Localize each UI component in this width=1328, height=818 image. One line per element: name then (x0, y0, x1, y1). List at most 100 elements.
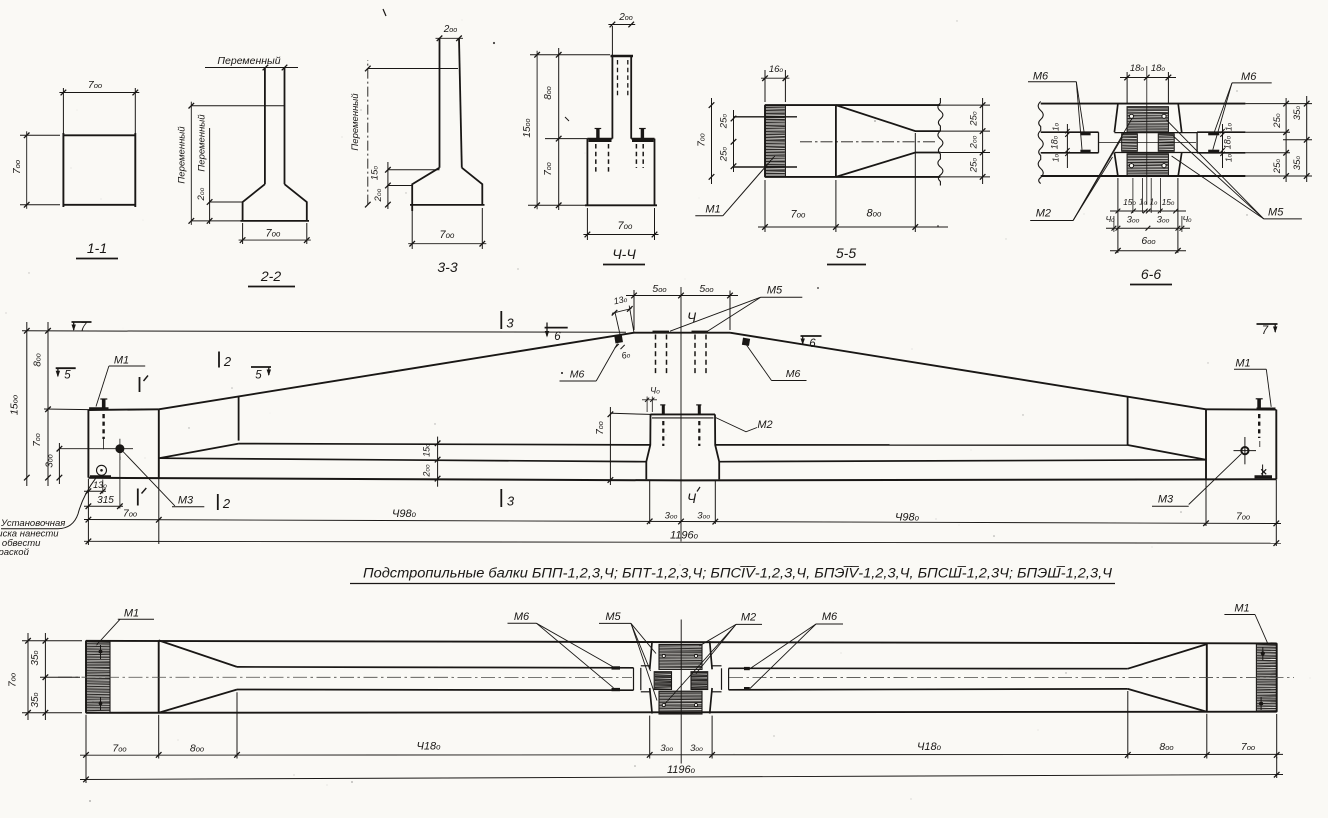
svg-text:Ч98o: Ч98o (895, 512, 920, 524)
svg-text:13o: 13o (613, 294, 629, 307)
svg-text:7oo: 7oo (440, 229, 456, 241)
svg-text:7oo: 7oo (595, 421, 606, 435)
svg-text:М2: М2 (1036, 208, 1051, 220)
svg-text:1o: 1o (1051, 122, 1061, 131)
svg-text:7oo: 7oo (618, 220, 634, 232)
svg-text:М1: М1 (114, 355, 129, 367)
svg-text:1o: 1o (1150, 198, 1158, 207)
svg-text:7oo: 7oo (88, 79, 102, 91)
svg-text:5-5: 5-5 (836, 245, 856, 261)
svg-text:М1: М1 (124, 608, 139, 620)
svg-text:15oo: 15oo (9, 395, 21, 415)
svg-text:3-3: 3-3 (437, 259, 457, 275)
svg-text:6: 6 (809, 338, 816, 350)
svg-text:Ч: Ч (687, 491, 697, 506)
svg-text:3oo: 3oo (690, 743, 703, 754)
svg-text:7oo: 7oo (123, 508, 137, 520)
svg-text:25o: 25o (969, 158, 980, 174)
svg-text:М5: М5 (767, 285, 783, 297)
svg-text:Переменный: Переменный (197, 114, 208, 172)
svg-text:Ч-Ч: Ч-Ч (612, 246, 636, 262)
svg-text:1-1: 1-1 (87, 240, 107, 256)
svg-text:М6: М6 (1033, 71, 1049, 83)
svg-text:7oo: 7oo (7, 673, 19, 687)
svg-text:М1: М1 (1235, 358, 1250, 370)
svg-text:6-6: 6-6 (1141, 266, 1161, 282)
svg-text:8oo: 8oo (33, 353, 44, 367)
svg-text:2oo: 2oo (969, 135, 980, 149)
svg-text:5: 5 (255, 370, 262, 382)
svg-text:М6: М6 (822, 611, 838, 623)
svg-text:1o: 1o (1139, 198, 1147, 207)
svg-text:18o: 18o (1151, 63, 1166, 74)
svg-text:3oo: 3oo (1127, 215, 1140, 226)
svg-text:35o: 35o (30, 692, 41, 707)
svg-text:16o: 16o (769, 64, 784, 75)
svg-text:18o: 18o (1130, 63, 1145, 74)
svg-text:М2: М2 (757, 419, 772, 431)
svg-text:3oo: 3oo (665, 511, 678, 522)
svg-text:2-2: 2-2 (260, 268, 281, 284)
svg-text:2: 2 (223, 354, 232, 369)
svg-text:8oo: 8oo (543, 86, 554, 100)
svg-text:риска нанести: риска нанести (0, 529, 59, 540)
svg-text:15o: 15o (422, 443, 432, 457)
svg-text:1o: 1o (1224, 122, 1234, 131)
svg-text:2oo: 2oo (373, 188, 384, 202)
svg-text:3oo: 3oo (1157, 215, 1170, 226)
svg-text:2: 2 (222, 496, 231, 511)
svg-text:2oo: 2oo (443, 24, 458, 35)
svg-text:35o: 35o (30, 650, 41, 665)
svg-text:15oo: 15oo (522, 118, 533, 137)
svg-text:35o: 35o (1292, 156, 1303, 171)
svg-text:25o: 25o (969, 111, 980, 127)
svg-text:15o: 15o (370, 166, 381, 181)
svg-text:7oo: 7oo (543, 162, 554, 176)
svg-text:Чo: Чo (1105, 214, 1115, 224)
svg-text:15o: 15o (1162, 197, 1175, 207)
svg-text:6o: 6o (621, 349, 632, 361)
svg-text:7oo: 7oo (112, 743, 126, 755)
svg-text:М6: М6 (514, 611, 530, 623)
svg-text:М3: М3 (178, 495, 194, 507)
svg-text:315: 315 (97, 495, 114, 506)
svg-text:Ч18o: Ч18o (416, 741, 441, 753)
svg-text:7oo: 7oo (697, 133, 708, 147)
svg-text:Переменный: Переменный (350, 93, 361, 151)
svg-text:8oo: 8oo (1159, 741, 1173, 753)
svg-text:Ч98o: Ч98o (392, 508, 417, 520)
svg-text:7: 7 (1262, 325, 1269, 337)
svg-text:и обвести: и обвести (0, 538, 41, 549)
svg-text:Установочная: Установочная (0, 518, 65, 529)
svg-text:Чo: Чo (650, 386, 660, 396)
svg-text:1196o: 1196o (667, 764, 696, 776)
svg-text:М5: М5 (1268, 207, 1284, 219)
svg-text:М6: М6 (1241, 71, 1257, 83)
svg-text:1196o: 1196o (670, 530, 699, 542)
svg-text:М1: М1 (705, 204, 720, 216)
svg-text:Чo: Чo (1182, 214, 1192, 224)
svg-text:35o: 35o (1292, 106, 1303, 121)
svg-text:7oo: 7oo (791, 209, 807, 221)
svg-text:5oo: 5oo (699, 283, 713, 295)
svg-text:6oo: 6oo (1141, 235, 1155, 247)
svg-text:3oo: 3oo (697, 511, 710, 522)
svg-text:7oo: 7oo (1236, 511, 1250, 523)
svg-text:7oo: 7oo (32, 433, 43, 447)
svg-text:2oo: 2oo (618, 12, 633, 23)
svg-text:3: 3 (507, 494, 515, 509)
svg-text:1o: 1o (1051, 153, 1061, 162)
svg-text:Подстропильные балки БПП-1,2: Подстропильные балки БПП-1,2,3,Ч; БПТ-1,… (363, 566, 1112, 582)
svg-text:1o: 1o (1224, 153, 1234, 162)
svg-text:13o: 13o (93, 480, 107, 490)
svg-text:Переменный: Переменный (217, 55, 280, 67)
svg-text:15o: 15o (1123, 197, 1136, 207)
svg-text:М1: М1 (1234, 603, 1249, 615)
svg-text:6: 6 (554, 331, 561, 343)
svg-text:5oo: 5oo (652, 283, 666, 295)
svg-text:5: 5 (64, 370, 71, 382)
svg-text:М5: М5 (605, 611, 621, 623)
svg-text:25o: 25o (1272, 113, 1283, 129)
svg-text:3oo: 3oo (660, 743, 673, 754)
svg-text:8oo: 8oo (867, 208, 883, 220)
